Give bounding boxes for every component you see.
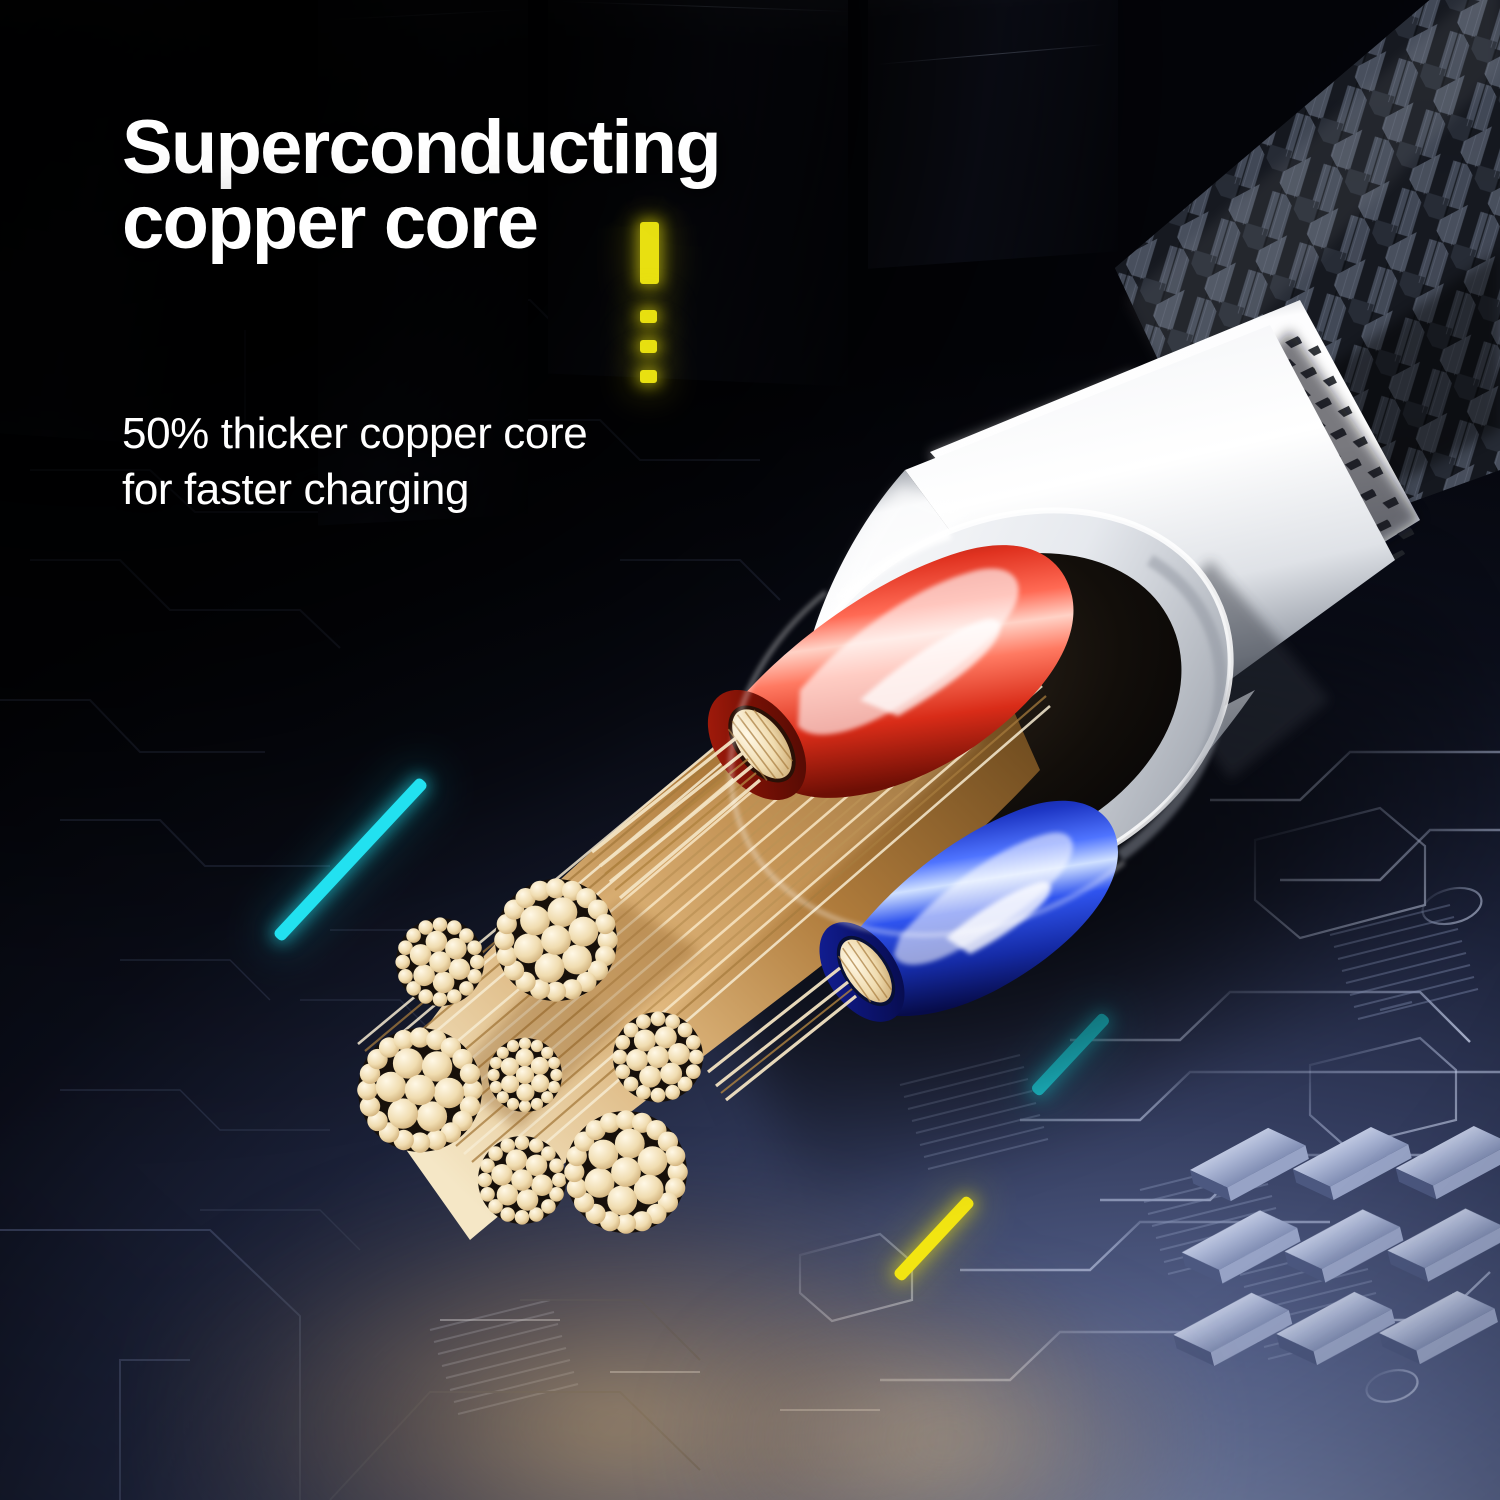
- subtitle: 50% thicker copper core for faster charg…: [122, 409, 588, 515]
- page-title: Superconducting copper core: [122, 105, 722, 266]
